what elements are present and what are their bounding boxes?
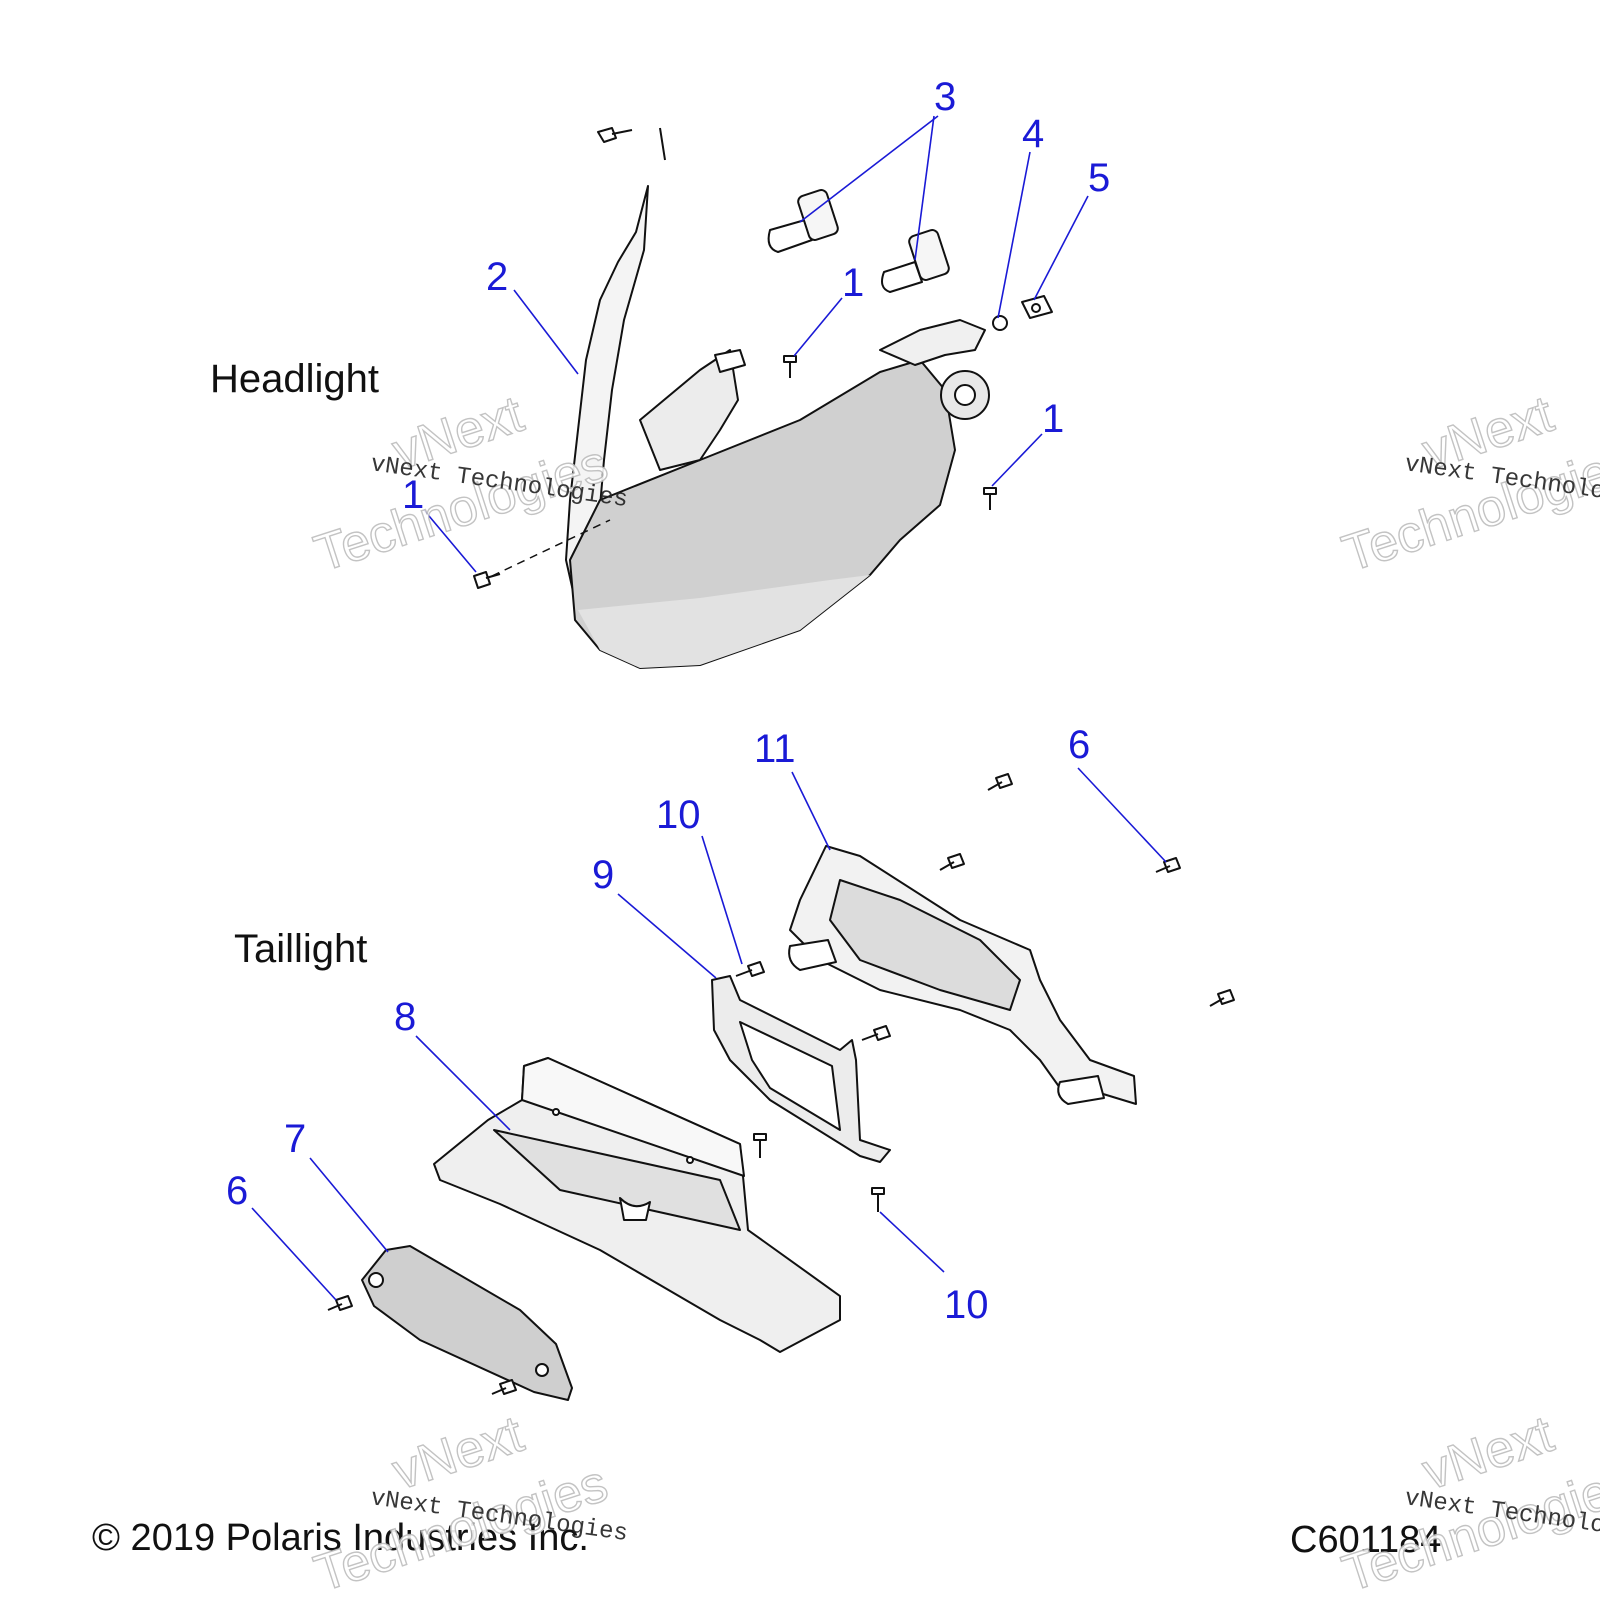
screw-right-side (1209, 989, 1235, 1007)
taillight-housing (788, 845, 1137, 1105)
callout-labels: 3 4 5 2 1 1 1 11 6 10 9 8 7 6 10 (226, 75, 1110, 1327)
taillight-reflector (361, 1245, 573, 1401)
callout-10-upper: 10 (656, 793, 701, 837)
screw-top-right-a (987, 773, 1013, 791)
callout-2: 2 (486, 255, 508, 299)
copyright-notice: © 2019 Polaris Industries Inc. (92, 1517, 589, 1559)
callout-1-left: 1 (402, 473, 424, 517)
headlight-adjuster-hub (954, 384, 976, 406)
headlight-bulb-lower (881, 229, 950, 293)
figure-id: C601184 (1290, 1519, 1441, 1561)
screw-center-vertical (753, 1133, 767, 1158)
screw-reflector-bottom (491, 1379, 517, 1395)
leader-lines (251, 115, 1167, 1301)
taillight-lens-body (433, 1057, 841, 1353)
callout-5: 5 (1088, 156, 1110, 200)
watermark-right: vNext Technologies vNext Technologies (1335, 384, 1600, 584)
pin-top (659, 127, 666, 161)
watermark-bottom-center: vNext Technologies vNext Technologies (307, 1404, 629, 1600)
section-title-headlight: Headlight (210, 357, 379, 401)
callout-8: 8 (394, 995, 416, 1039)
clip-part5 (1021, 295, 1053, 319)
callout-11: 11 (754, 727, 796, 771)
nut-part4 (992, 315, 1008, 331)
callout-6-left: 6 (226, 1169, 248, 1213)
callout-3: 3 (934, 75, 956, 119)
headlight-bulb-upper (767, 189, 839, 253)
screw-part10-lower (871, 1187, 885, 1212)
headlight-mount-bracket (879, 319, 986, 366)
headlight-housing (565, 185, 990, 669)
callout-1-right: 1 (1042, 397, 1064, 441)
headlight-lens (569, 359, 956, 669)
watermark-bottom-right: vNext Technologies vNext Technologies (1335, 1404, 1600, 1600)
screw-bracket-mid (861, 1025, 891, 1041)
screw-part6-left (327, 1295, 353, 1311)
callout-10-lower: 10 (944, 1283, 989, 1327)
callout-7: 7 (284, 1117, 306, 1161)
screw-alignment-dashed (491, 519, 611, 577)
headlight-frame-tab (714, 349, 746, 373)
headlight-lens-band (578, 575, 870, 668)
screw-top-right-b (939, 853, 965, 871)
screw-top-left (597, 127, 633, 143)
screw-part10-upper (735, 961, 765, 977)
screw-part1-center (783, 355, 797, 378)
taillight-bracket (711, 975, 891, 1163)
callout-4: 4 (1022, 112, 1044, 156)
screw-part6-right (1155, 857, 1181, 873)
screw-part1-right (983, 487, 997, 510)
callout-6-right: 6 (1068, 723, 1090, 767)
section-title-taillight: Taillight (234, 927, 367, 971)
callout-1-center: 1 (842, 261, 864, 305)
callout-9: 9 (592, 853, 614, 897)
